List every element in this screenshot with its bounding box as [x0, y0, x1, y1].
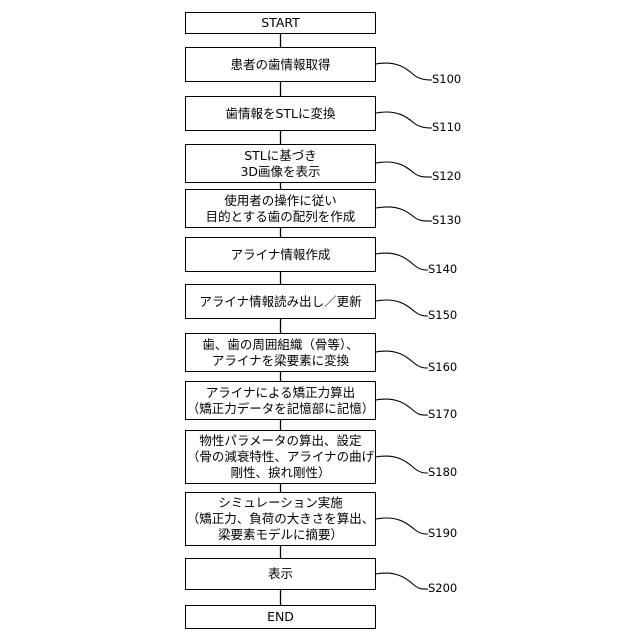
step-s180-box: 物性パラメータの算出、設定 （骨の減衰特性、アライナの曲げ 剛性、捩れ剛性）: [185, 430, 376, 484]
step-s140-box: アライナ情報作成: [185, 237, 376, 272]
step-s110-label: S110: [432, 120, 461, 134]
step-s160-line-1: 歯、歯の周囲組織（骨等）、: [202, 337, 358, 353]
leader-s100: [376, 63, 432, 80]
leader-s150: [376, 300, 428, 316]
step-s130-line-1: 使用者の操作に従い: [224, 193, 337, 209]
step-s140-label: S140: [428, 262, 457, 276]
leader-s190: [376, 518, 428, 534]
step-s120-label: S120: [432, 169, 461, 183]
step-s140-line-1: アライナ情報作成: [231, 247, 331, 263]
step-s120-line-2: 3D画像を表示: [240, 164, 320, 180]
step-s170-line-1: アライナによる矯正力算出: [206, 385, 355, 401]
step-s170-label: S170: [428, 407, 457, 421]
step-s190-label: S190: [428, 526, 457, 540]
step-s130-line-2: 目的とする歯の配列を作成: [206, 209, 356, 225]
start-box: START: [185, 12, 376, 34]
step-s150-label: S150: [428, 308, 457, 322]
step-s190-line-2: （矯正力、負荷の大きさを算出、: [187, 511, 375, 527]
leader-s200: [376, 573, 428, 589]
step-s130-label: S130: [432, 213, 461, 227]
step-s180-line-1: 物性パラメータの算出、設定: [199, 433, 361, 449]
leader-s160: [376, 351, 428, 368]
step-s110-line-1: 歯情報をSTLに変換: [225, 106, 335, 122]
step-s200-label: S200: [428, 581, 457, 595]
step-s200-line-1: 表示: [268, 566, 293, 582]
leader-s140: [376, 253, 428, 270]
step-s100-line-1: 患者の歯情報取得: [230, 57, 330, 73]
step-s120-box: STLに基づき 3D画像を表示: [185, 144, 376, 183]
step-s200-box: 表示: [185, 558, 376, 590]
step-s190-line-1: シミュレーション実施: [218, 495, 343, 511]
step-s180-line-3: 剛性、捩れ剛性）: [230, 465, 330, 481]
step-s190-line-3: 梁要素モデルに摘要）: [218, 527, 343, 543]
step-s110-box: 歯情報をSTLに変換: [185, 96, 376, 131]
step-s160-box: 歯、歯の周囲組織（骨等）、 アライナを梁要素に変換: [185, 333, 376, 372]
step-s150-line-1: アライナ情報読み出し／更新: [199, 294, 361, 310]
leader-s170: [376, 399, 428, 415]
leader-s110: [376, 112, 432, 128]
step-s180-label: S180: [428, 465, 457, 479]
step-s160-line-2: アライナを梁要素に変換: [212, 353, 349, 369]
leader-s130: [376, 207, 432, 221]
step-s170-box: アライナによる矯正力算出 （矯正力データを記憶部に記憶）: [185, 381, 376, 420]
step-s180-line-2: （骨の減衰特性、アライナの曲げ: [187, 449, 374, 465]
step-s160-label: S160: [428, 360, 457, 374]
step-s100-box: 患者の歯情報取得: [185, 47, 376, 82]
step-s150-box: アライナ情報読み出し／更新: [185, 284, 376, 319]
end-box: END: [185, 605, 376, 629]
leader-s120: [376, 162, 432, 177]
step-s130-box: 使用者の操作に従い 目的とする歯の配列を作成: [185, 189, 376, 228]
step-s100-label: S100: [432, 72, 461, 86]
end-label: END: [267, 609, 294, 625]
step-s190-box: シミュレーション実施 （矯正力、負荷の大きさを算出、 梁要素モデルに摘要）: [185, 492, 376, 546]
leader-s180: [376, 456, 428, 473]
step-s170-line-2: （矯正力データを記憶部に記憶）: [187, 401, 375, 417]
step-s120-line-1: STLに基づき: [244, 148, 317, 164]
start-label: START: [261, 15, 300, 31]
